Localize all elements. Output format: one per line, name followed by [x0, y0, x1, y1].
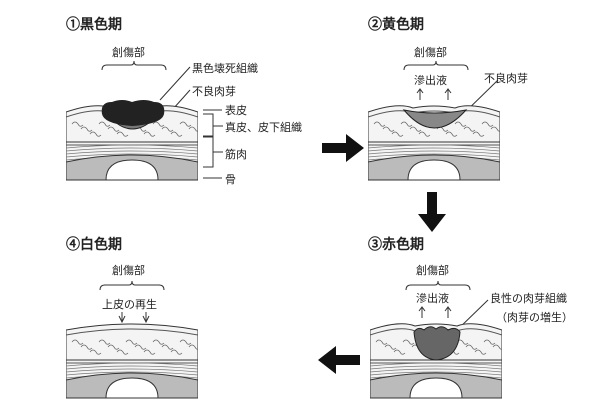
layer-epidermis-label: 表皮	[225, 104, 247, 117]
stage-4-reepithelialization-label: 上皮の再生	[102, 298, 157, 311]
stage-2-tissue-illustration	[368, 105, 500, 181]
stage-3-title: ③赤色期	[368, 237, 424, 253]
layer-muscle-label: 筋肉	[225, 148, 247, 161]
stage-3-proliferation-label: （肉芽の増生）	[496, 311, 573, 324]
stage-2-granulation-label: 不良肉芽	[484, 72, 528, 85]
stage-3-tissue-illustration	[370, 323, 502, 399]
left-arrow-icon	[318, 346, 360, 374]
stage-4-title: ④白色期	[66, 237, 122, 253]
stage-2-wound-label: 創傷部	[414, 46, 447, 59]
stage-4-tissue-illustration	[66, 323, 198, 399]
layer-bone-label: 骨	[225, 173, 236, 186]
stage-2-title: ②黄色期	[368, 17, 424, 33]
stage-2-exudate-label: 滲出液	[414, 74, 447, 87]
down-arrow-icon	[418, 192, 446, 232]
stage-3-granulation-label: 良性の肉芽組織	[490, 292, 567, 305]
stage-3-exudate-label: 滲出液	[416, 292, 449, 305]
stage-1-necrotic-label: 黒色壊死組織	[192, 62, 258, 75]
stage-1-wound-label: 創傷部	[112, 46, 145, 59]
stage-1-tissue-illustration	[66, 100, 198, 181]
stage-3-wound-label: 創傷部	[416, 264, 449, 277]
stage-4-wound-label: 創傷部	[112, 264, 145, 277]
stage-1-title: ①黒色期	[66, 17, 122, 33]
layer-dermis-label: 真皮、皮下組織	[225, 121, 302, 134]
stage-1-granulation-label: 不良肉芽	[192, 85, 236, 98]
right-arrow-icon	[322, 134, 364, 162]
